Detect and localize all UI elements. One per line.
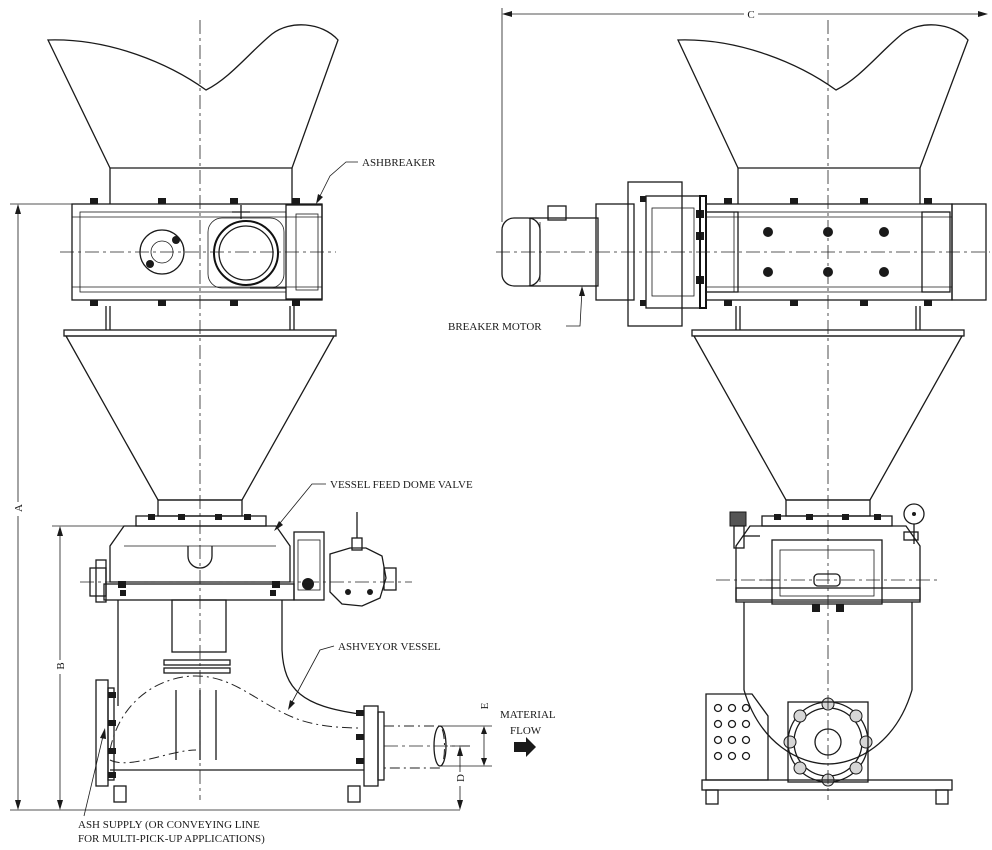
callout-breaker-motor: BREAKER MOTOR: [448, 286, 585, 333]
front-view: [46, 20, 470, 803]
inlet-hopper-left: [46, 24, 339, 169]
label-ash-supply-2: FOR MULTI-PICK-UP APPLICATIONS): [78, 833, 265, 845]
flow-arrow-icon: [514, 737, 536, 757]
label-material-flow-2: FLOW: [510, 725, 542, 737]
dome-valve-side: [729, 503, 925, 612]
dimension-c-label: C: [747, 9, 754, 21]
material-flow: MATERIAL FLOW: [500, 709, 556, 757]
dimension-d: D: [450, 745, 470, 810]
callout-dome-valve: VESSEL FEED DOME VALVE: [274, 479, 473, 531]
label-breaker-motor: BREAKER MOTOR: [448, 321, 542, 333]
callout-ashveyor-vessel: ASHVEYOR VESSEL: [288, 641, 441, 710]
label-ash-supply-1: ASH SUPPLY (OR CONVEYING LINE: [78, 819, 260, 831]
dimension-d-label: D: [455, 774, 467, 782]
inlet-hopper-right: [676, 24, 969, 169]
label-ashbreaker: ASHBREAKER: [362, 157, 436, 169]
vessel-side: [701, 602, 953, 805]
ashbreaker-right: [705, 198, 987, 306]
dimension-c: C: [501, 7, 988, 222]
callout-ashbreaker: ASHBREAKER: [316, 157, 436, 204]
dimension-e-label: E: [479, 702, 491, 709]
label-ashveyor-vessel: ASHVEYOR VESSEL: [338, 641, 441, 653]
label-material-flow-1: MATERIAL: [500, 709, 556, 721]
vessel-feed-dome-valve: [89, 512, 397, 607]
callout-ash-supply: ASH SUPPLY (OR CONVEYING LINE FOR MULTI-…: [78, 728, 265, 845]
dimension-b-label: B: [55, 662, 67, 669]
dimension-b: B: [52, 525, 124, 810]
label-vessel-feed-dome-valve: VESSEL FEED DOME VALVE: [330, 479, 473, 491]
dimension-a: A: [10, 203, 460, 811]
side-view: [496, 20, 990, 805]
ashveyor-vessel: [95, 600, 385, 803]
breaker-motor: [501, 181, 707, 327]
dimension-e: E: [440, 702, 492, 767]
dimension-a-label: A: [13, 504, 25, 512]
